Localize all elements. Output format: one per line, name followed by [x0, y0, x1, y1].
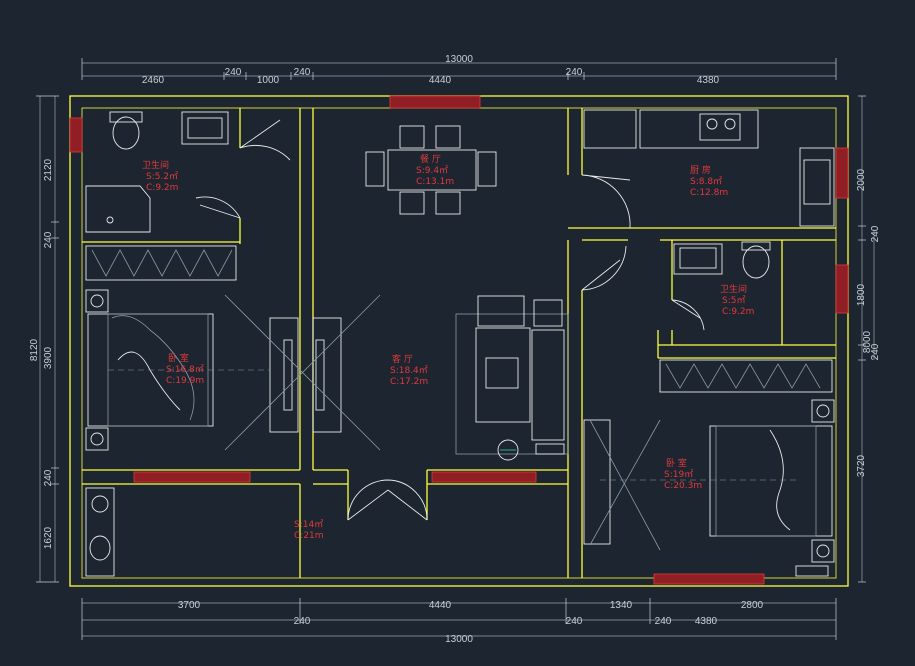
- room-labels: 卫生间 S:5.2㎡ C:9.2m 餐 厅 S:9.4㎡ C:13.1m 厨 房…: [142, 153, 754, 541]
- dim-left-1: 2120: [43, 158, 54, 181]
- living-name: 客 厅: [392, 353, 413, 365]
- bedroom2-name: 卧 室: [666, 457, 687, 469]
- windows: [69, 95, 849, 585]
- dim-bottom-1: 3700: [178, 600, 201, 611]
- bath1-name: 卫生间: [142, 159, 169, 171]
- bath1-fixtures: [85, 111, 237, 281]
- walls: [69, 95, 849, 587]
- bath1-area: S:5.2㎡: [146, 171, 178, 182]
- dim-left-3: 3900: [43, 346, 54, 369]
- dim-left-5: 1620: [43, 526, 54, 549]
- dim-bottom-3: 1340: [610, 600, 633, 611]
- dim-top-1: 2460: [142, 75, 165, 86]
- balcony-fixtures: [85, 487, 115, 577]
- dining-furniture: [365, 125, 497, 215]
- dim-bottom-2: 4440: [429, 600, 452, 611]
- dim-left-4: 240: [43, 469, 54, 486]
- bath2-perimeter: C:9.2m: [722, 307, 754, 317]
- dimension-labels: 13000 2460 240 1000 240 4440 240 4380 37…: [29, 54, 881, 645]
- dining-name: 餐 厅: [420, 153, 441, 165]
- dining-perimeter: C:13.1m: [416, 177, 454, 187]
- dim-top-2: 240: [225, 67, 242, 78]
- dim-top-3: 1000: [257, 75, 280, 86]
- dim-bottom-6: 240: [566, 616, 583, 627]
- bath2-name: 卫生间: [720, 283, 747, 295]
- dim-right-2: 240: [870, 225, 881, 242]
- dim-right-4: 240: [870, 343, 881, 360]
- living-perimeter: C:17.2m: [390, 377, 428, 387]
- bedroom1-perimeter: C:19.9m: [166, 376, 204, 386]
- dim-top-4: 240: [294, 67, 311, 78]
- bedroom1-furniture: [85, 289, 270, 451]
- dim-right-1: 2000: [856, 168, 867, 191]
- bath2-area: S:5㎡: [722, 295, 745, 306]
- balcony-perimeter: C:21m: [294, 531, 324, 541]
- bedroom2-area: S:19㎡: [664, 469, 693, 480]
- dim-top-7: 4380: [697, 75, 720, 86]
- bedroom2-furniture: [600, 399, 835, 577]
- kitchen-name: 厨 房: [690, 164, 711, 176]
- dim-top-total: 13000: [445, 54, 473, 65]
- dim-left-2: 240: [43, 231, 54, 248]
- living-furniture: [455, 295, 569, 461]
- bedroom1-name: 卧 室: [168, 352, 189, 364]
- dim-left-total: 8120: [29, 338, 40, 361]
- bedroom2-perimeter: C:20.3m: [664, 481, 702, 491]
- dimension-lines: [36, 58, 875, 640]
- living-area: S:18.4㎡: [390, 365, 428, 376]
- dim-bottom-5: 240: [294, 616, 311, 627]
- dim-right-3: 1800: [856, 283, 867, 306]
- dim-top-6: 240: [566, 67, 583, 78]
- dim-top-5: 4440: [429, 75, 452, 86]
- dim-bottom-4: 2800: [741, 600, 764, 611]
- dim-bottom-total: 13000: [445, 634, 473, 645]
- balcony-area: S:14㎡: [294, 519, 323, 530]
- kitchen-perimeter: C:12.8m: [690, 188, 728, 198]
- bath2-fixtures: [659, 241, 833, 393]
- bath1-perimeter: C:9.2m: [146, 183, 178, 193]
- kitchen-furniture: [583, 109, 835, 227]
- dim-right-5: 3720: [856, 454, 867, 477]
- dim-bottom-7: 240: [655, 616, 672, 627]
- dim-bottom-8: 4380: [695, 616, 718, 627]
- kitchen-area: S:8.8㎡: [690, 176, 722, 187]
- dim-right-extra: 8000: [862, 330, 873, 353]
- doors: [195, 119, 705, 551]
- bedroom1-area: S:16.8㎡: [166, 364, 204, 375]
- dining-area: S:9.4㎡: [416, 165, 448, 176]
